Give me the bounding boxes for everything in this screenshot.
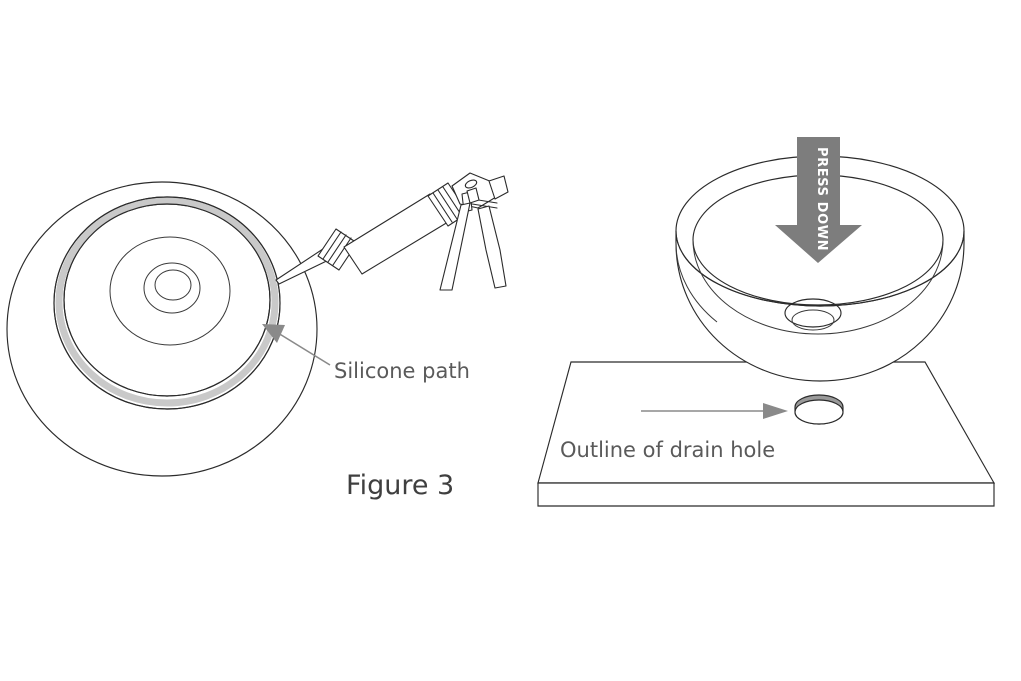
press-down-arrow-shape [775,137,862,263]
gun-trigger [477,205,507,289]
leader-arrow-right [641,403,788,419]
press-down-arrow: PRESS DOWN [775,137,862,263]
press-down-arrow-label: PRESS DOWN [814,147,829,251]
left-panel: Silicone path Figure 3 [6,172,509,501]
bowl-wall-left [675,242,718,323]
countertop-top-face [537,361,995,484]
sink-foot-inner-overlay [63,203,271,397]
drain-boss-outer [143,262,201,314]
gun-thumb-plate [488,175,509,200]
countertop-front-edge [537,482,995,507]
drain-boss-inner [154,269,192,301]
gun-barrel [343,193,449,275]
gun-fixed-handle [439,202,471,291]
silicone-bead-ring [55,197,279,407]
silicone-leader-head [262,324,285,343]
drain-hole-opening [794,399,844,425]
figure-caption: Figure 3 [346,470,454,501]
gun-frame-hole [464,179,478,189]
silicone-bead-path [55,197,279,407]
sink-foot-inner [63,203,271,397]
bowl-drain-inner [791,309,835,331]
silicone-path-label: Silicone path [334,359,470,383]
sink-outer-rim [6,181,318,477]
gun-front-collar-ribs [322,231,352,266]
bowl-drain-outer [784,298,842,328]
bowl-drain-opening [784,298,842,331]
gun-release-lever [466,187,480,204]
bowl-basin-curve [692,239,944,335]
drain-hole-label: Outline of drain hole [560,438,775,462]
caulking-gun [275,172,509,291]
right-panel: Outline of drain hole [537,137,995,507]
gun-rear-collar-ribs [432,186,463,223]
sink-foot-outer-overlay [53,196,281,410]
sink-base-plate [109,236,231,346]
drain-hole-leader-head [763,403,788,419]
leader-arrow-left [262,324,331,366]
silicone-leader-line [277,332,331,366]
countertop-drain-hole [794,394,844,425]
countertop-slab [537,361,995,507]
